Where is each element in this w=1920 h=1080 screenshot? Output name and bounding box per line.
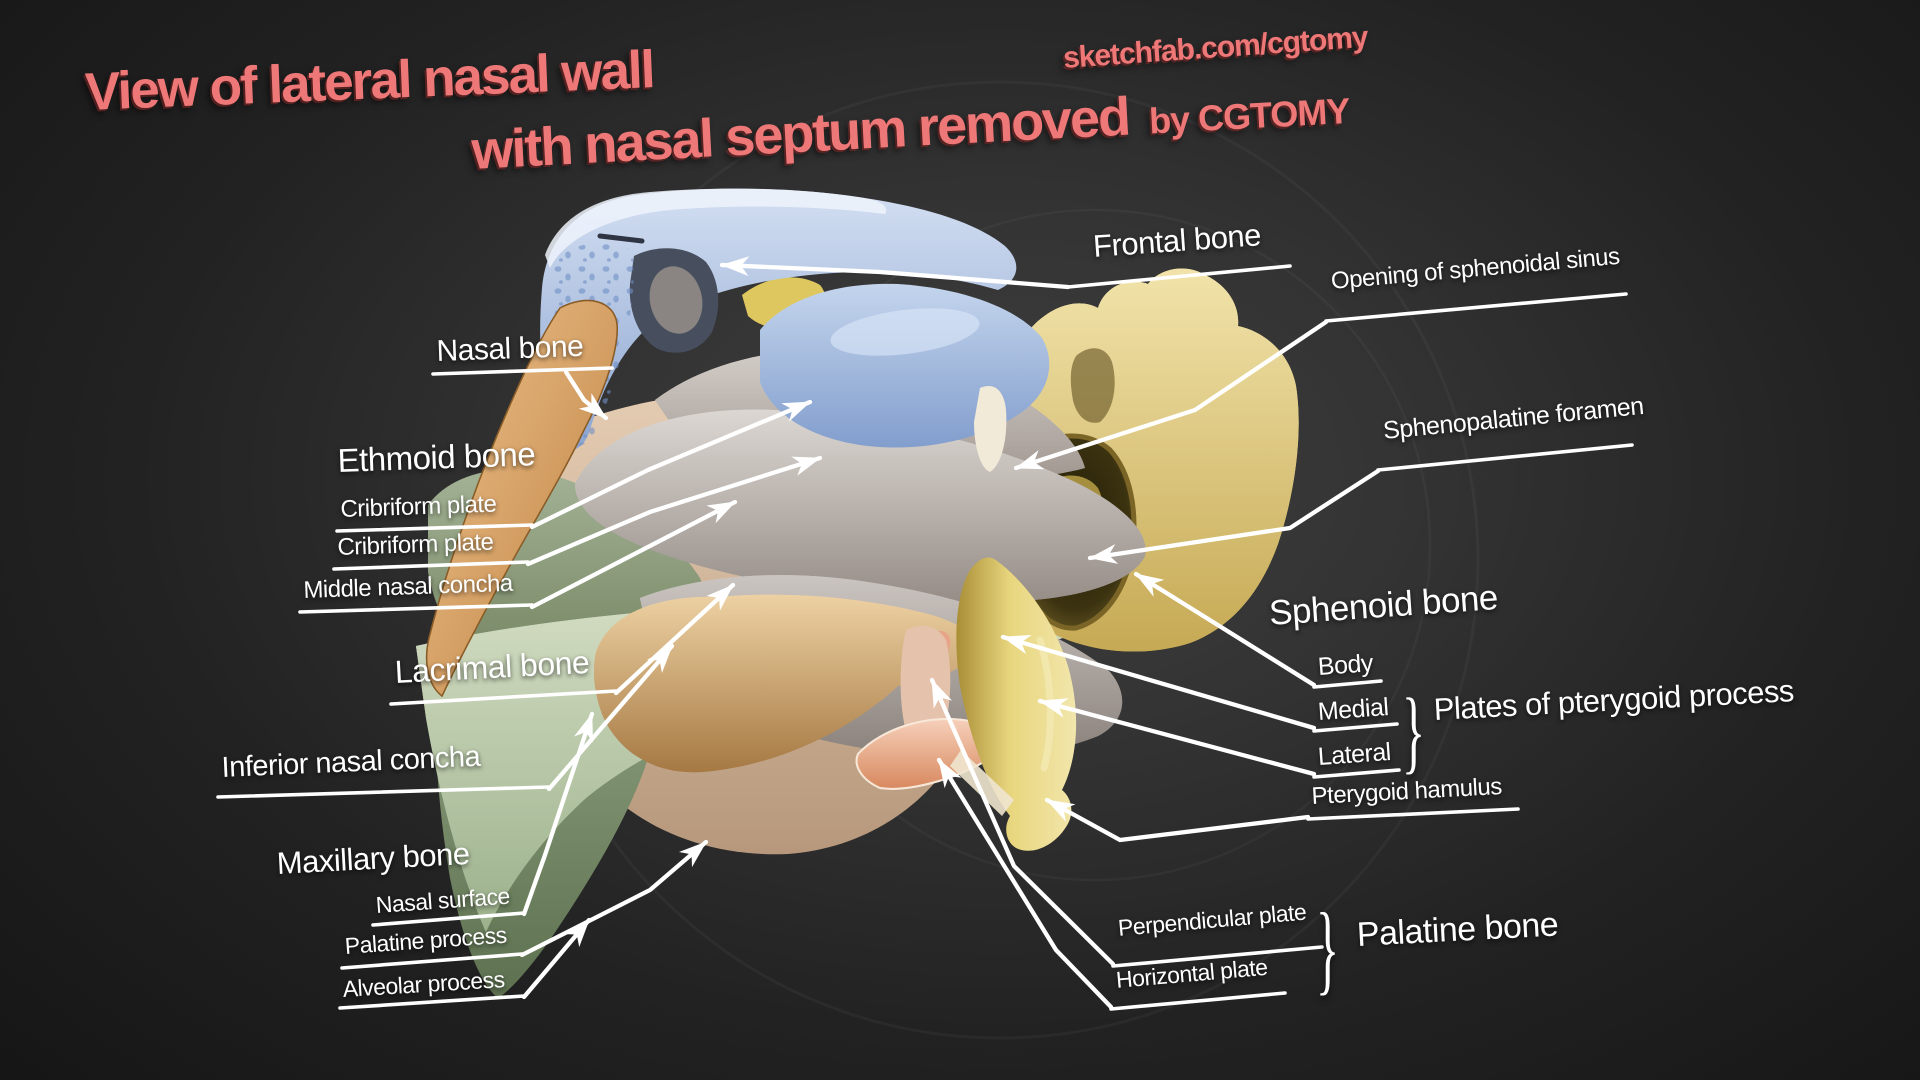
underline-medial bbox=[1312, 722, 1399, 733]
leader-lateral bbox=[1037, 698, 1317, 777]
underline-nasal-surface bbox=[371, 911, 526, 927]
underline-palatine-process bbox=[340, 952, 524, 970]
leader-pterygoid-hamulus bbox=[1044, 797, 1311, 843]
leader-opening-sphenoidal-sinus bbox=[1013, 319, 1329, 471]
label-underlines bbox=[216, 264, 1634, 1011]
leader-perpendicular-plate bbox=[929, 677, 1116, 967]
underline-middle-nasal-concha bbox=[298, 603, 534, 614]
leader-cribriform-2 bbox=[525, 455, 823, 567]
leader-alveolar-process bbox=[521, 917, 592, 1000]
leader-nasal-bone bbox=[563, 369, 609, 421]
leader-medial bbox=[1000, 634, 1317, 731]
underline-opening-sphenoidal-sinus bbox=[1324, 292, 1628, 323]
crista-sliver-shape bbox=[974, 386, 1007, 472]
frontal-slit bbox=[597, 233, 645, 244]
leader-inferior-nasal-concha bbox=[546, 643, 675, 792]
palatine-perpendicular-shape bbox=[900, 625, 951, 745]
underline-perpendicular-plate bbox=[1111, 945, 1324, 968]
frontal-bone-icing-shape bbox=[545, 188, 887, 268]
label-ethmoid-bone: Ethmoid bone bbox=[336, 435, 536, 479]
sphenoid-notch-shape bbox=[1070, 348, 1115, 423]
label-nasal-bone: Nasal bone bbox=[435, 329, 584, 368]
label-cribriform-plate-2: Cribriform plate bbox=[336, 528, 494, 561]
label-body: Body bbox=[1316, 649, 1374, 681]
underline-lateral bbox=[1312, 768, 1401, 779]
underline-inferior-nasal-concha bbox=[216, 785, 551, 799]
label-lateral: Lateral bbox=[1316, 737, 1392, 771]
underline-body bbox=[1312, 679, 1383, 689]
underline-frontal-bone bbox=[1066, 264, 1292, 289]
leader-body bbox=[1133, 571, 1317, 688]
leader-horizontal-plate bbox=[936, 757, 1114, 1010]
palatine-brace: } bbox=[1316, 893, 1340, 1005]
underline-nasal-bone bbox=[431, 366, 614, 376]
leader-lacrimal-bone bbox=[613, 582, 736, 696]
frontal-lobe-gloss bbox=[830, 308, 980, 356]
leader-middle-nasal-concha bbox=[529, 499, 738, 610]
pterygoid-brace: } bbox=[1402, 680, 1426, 784]
label-medial: Medial bbox=[1316, 693, 1390, 726]
leader-nasal-surface bbox=[521, 711, 595, 917]
leader-lines bbox=[519, 256, 1381, 1010]
underline-alveolar-process bbox=[338, 994, 526, 1010]
underline-pterygoid-hamulus bbox=[1306, 807, 1520, 821]
label-cribriform-plate-1: Cribriform plate bbox=[339, 490, 497, 523]
ivory-strip-shape bbox=[950, 750, 1014, 816]
underline-cribriform-2 bbox=[332, 560, 530, 571]
leader-frontal-bone bbox=[719, 256, 1071, 290]
leader-sphenopalatine-foramen bbox=[1087, 468, 1381, 564]
recess-inner-bone-shape bbox=[649, 266, 703, 334]
underline-horizontal-plate bbox=[1109, 991, 1287, 1011]
leader-cribriform-1 bbox=[529, 399, 813, 530]
sphenoid-body-shape bbox=[956, 557, 1077, 851]
title-byline: by CGTOMY bbox=[1148, 89, 1351, 142]
underline-sphenopalatine-foramen bbox=[1376, 443, 1634, 472]
underline-lacrimal-bone bbox=[389, 689, 618, 706]
underline-cribriform-1 bbox=[335, 523, 534, 533]
